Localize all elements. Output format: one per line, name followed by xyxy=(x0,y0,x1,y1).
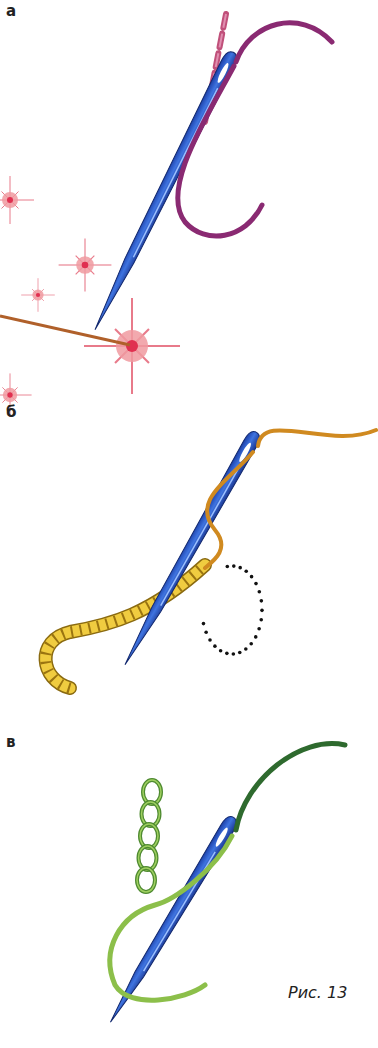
sparkle xyxy=(84,298,180,394)
twisted-cord xyxy=(46,565,205,688)
dotted-guide xyxy=(202,564,264,655)
needle xyxy=(119,429,263,668)
thread xyxy=(258,430,376,446)
thread xyxy=(110,836,232,1000)
part-letter: а xyxy=(6,4,16,19)
part-letter: б xyxy=(6,405,16,420)
needle xyxy=(104,814,239,1026)
chain-stitch xyxy=(137,780,161,892)
thread xyxy=(236,744,345,830)
part-letter: в xyxy=(6,735,16,750)
needle xyxy=(89,49,240,333)
thread xyxy=(0,316,130,345)
figure-caption: Рис. 13 xyxy=(288,985,347,1001)
sparkle xyxy=(21,278,55,312)
thread xyxy=(178,66,262,236)
sparkle xyxy=(59,239,112,292)
thread xyxy=(205,452,253,568)
sparkle xyxy=(0,176,34,224)
thread xyxy=(236,23,332,62)
